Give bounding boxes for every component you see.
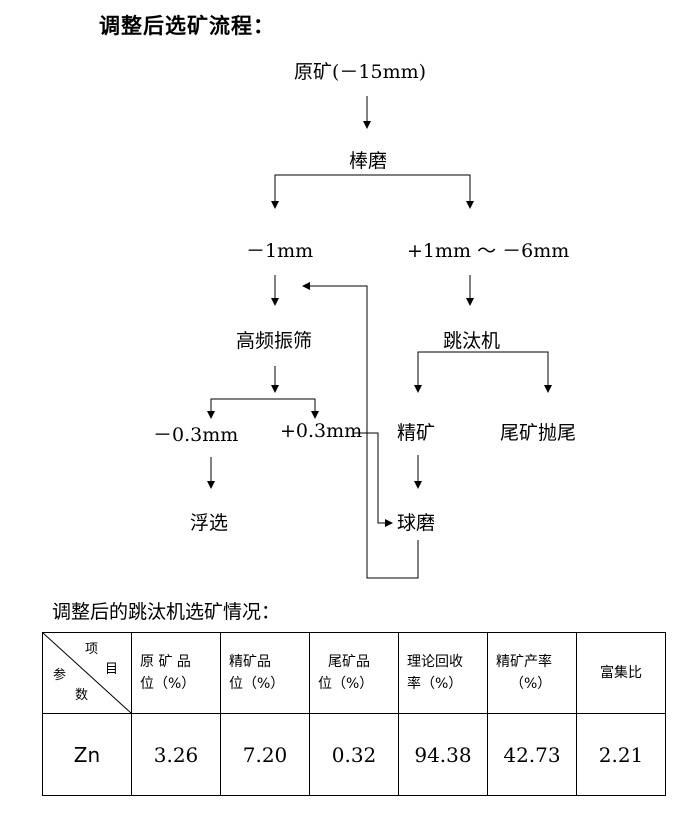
node-flotation: 浮选 [190,512,229,534]
header-line: 富集比 [600,665,642,681]
jig-results-table: 项 目 参 数 原 矿 品 位（%） 精矿品 位（%） 尾矿品 位（%） 理论回… [42,632,666,796]
node-minus-1mm: －1mm [246,240,314,262]
corner-param-label: 参 [53,668,67,683]
corner-header-cell: 项 目 参 数 [42,632,132,714]
header-line: 理论回收 [407,654,463,670]
header-enrichment-ratio: 富集比 [576,632,666,714]
node-ball-mill: 球磨 [397,512,436,534]
corner-item-label: 项 [85,642,99,657]
header-concentrate-yield: 精矿产率 （%） [487,632,577,714]
flowchart-connectors [207,96,552,579]
page-title: 调整后选矿流程： [99,13,275,38]
cell-raw-grade: 3.26 [131,713,221,796]
cell-recovery-rate: 94.38 [398,713,488,796]
header-tailings-grade: 尾矿品 位（%） [309,632,399,714]
header-line: 尾矿品 [328,654,370,670]
header-line: 位（%） [318,676,374,692]
corner-count-label: 数 [75,688,89,703]
header-line: 率（%） [407,676,463,692]
header-raw-grade: 原 矿 品 位（%） [131,632,221,714]
cell-tailings-grade: 0.32 [309,713,399,796]
header-line: 精矿产率 [496,654,552,670]
table-header-row: 项 目 参 数 原 矿 品 位（%） 精矿品 位（%） 尾矿品 位（%） 理论回… [42,632,666,714]
header-line: 位（%） [229,676,285,692]
node-tailings-discard: 尾矿抛尾 [500,422,577,444]
diagonal-divider [43,633,131,713]
header-line: （%） [510,676,552,692]
node-concentrate: 精矿 [397,422,436,444]
row-element: Zn [42,713,132,796]
node-plus-1-to-6mm: +1mm ～ －6mm [407,240,570,262]
node-high-frequency-screen: 高频振筛 [236,330,313,352]
node-rod-mill: 棒磨 [349,150,388,172]
header-line: 原 矿 品 [140,654,191,670]
header-recovery-rate: 理论回收 率（%） [398,632,488,714]
node-minus-0-3mm: －0.3mm [153,424,239,446]
header-concentrate-grade: 精矿品 位（%） [220,632,310,714]
cell-concentrate-grade: 7.20 [220,713,310,796]
table-caption: 调整后的跳汰机选矿情况： [52,601,281,623]
header-line: 位（%） [140,676,196,692]
corner-target-label: 目 [105,662,119,677]
header-line: 精矿品 [229,654,271,670]
cell-enrichment-ratio: 2.21 [576,713,666,796]
cell-concentrate-yield: 42.73 [487,713,577,796]
node-raw-ore: 原矿(－15mm) [294,61,427,83]
node-plus-0-3mm: +0.3mm [280,420,363,442]
table-row: Zn 3.26 7.20 0.32 94.38 42.73 2.21 [42,713,666,796]
node-jig: 跳汰机 [443,330,501,352]
